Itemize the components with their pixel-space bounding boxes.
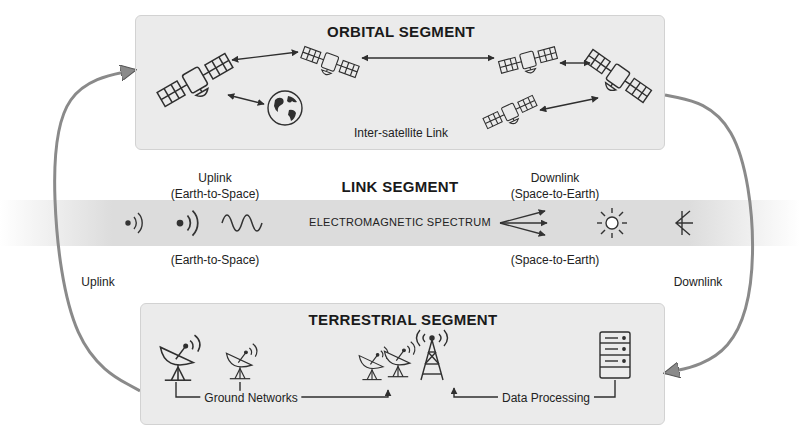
segment-text: ELECTROMAGNETIC SPECTRUM <box>309 216 491 229</box>
spectrum-band <box>0 200 800 246</box>
flow-label: Downlink <box>671 274 726 290</box>
segment-text: Data Processing <box>498 391 594 405</box>
segment-text: (Earth-to-Space) <box>171 187 260 201</box>
segment-text: (Space-to-Earth) <box>511 253 600 267</box>
segment-heading: ORBITAL SEGMENT <box>327 23 475 41</box>
segment-text: (Space-to-Earth) <box>511 187 600 201</box>
segment-heading: TERRESTRIAL SEGMENT <box>309 311 498 329</box>
wave-icon <box>222 215 262 231</box>
segment-text: Inter-satellite Link <box>354 126 448 140</box>
segment-text: Ground Networks <box>200 391 301 405</box>
flow-label: Uplink <box>78 274 117 290</box>
beam-icon <box>500 211 547 235</box>
flow-arrow <box>665 95 753 373</box>
signal-icon <box>126 213 142 233</box>
segment-text: Downlink <box>531 171 580 185</box>
flow-arrow <box>55 70 140 391</box>
link-band: LINK SEGMENT Uplink (Earth-to-Space) Downli… <box>0 160 800 272</box>
segment-panel: TERRESTRIAL SEGMENT Ground Networks Data P… <box>140 303 665 425</box>
emission-icon <box>676 211 693 235</box>
segment-panel: ORBITAL SEGMENT Inter-satellite Link <box>135 15 665 150</box>
segment-text: Uplink <box>198 171 231 185</box>
segment-text: (Earth-to-Space) <box>171 253 260 267</box>
signal-icon <box>178 211 198 236</box>
segment-heading: LINK SEGMENT <box>342 178 459 196</box>
sun-icon <box>597 208 627 238</box>
